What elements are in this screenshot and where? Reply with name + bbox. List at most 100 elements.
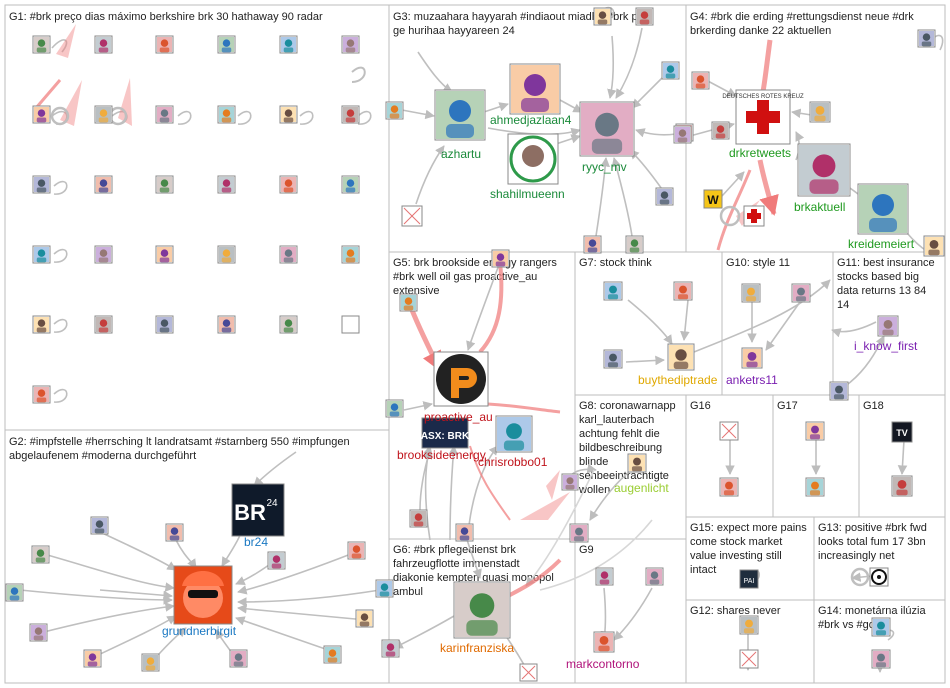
g1-avatar[interactable] (94, 35, 113, 54)
avatar-w[interactable]: W (703, 189, 723, 209)
g4-avatar[interactable] (923, 235, 945, 257)
g2-avatar[interactable] (29, 623, 48, 642)
label-brkaktuell[interactable]: brkaktuell (794, 200, 845, 214)
avatar-azhartu[interactable] (434, 89, 486, 141)
g1-avatar[interactable] (279, 315, 298, 334)
g3-avatar[interactable] (625, 235, 644, 254)
label-br24[interactable]: br24 (244, 535, 268, 549)
g5-avatar[interactable] (385, 399, 404, 418)
label-markcontorno[interactable]: markcontorno (566, 657, 640, 671)
g17-avatar[interactable] (805, 477, 825, 497)
g3-avatar[interactable] (401, 205, 423, 227)
g1-avatar[interactable] (279, 175, 298, 194)
avatar-g13[interactable] (869, 567, 889, 587)
avatar-ahmedjazlaan4[interactable] (509, 63, 561, 115)
g3-avatar[interactable] (655, 187, 674, 206)
g4-avatar[interactable] (917, 29, 936, 48)
avatar-ryyc-mv[interactable] (579, 101, 635, 157)
g2-avatar[interactable] (229, 649, 248, 668)
g2-avatar[interactable] (267, 551, 286, 570)
g1-avatar[interactable] (94, 245, 113, 264)
g7-avatar[interactable] (673, 281, 693, 301)
g6-avatar[interactable] (381, 639, 400, 658)
avatar-brooksideenergy[interactable]: ASX: BRK (421, 417, 470, 449)
g2-avatar[interactable] (165, 523, 184, 542)
g9-avatar[interactable] (645, 567, 664, 586)
g14-avatar[interactable] (871, 617, 891, 637)
label-ryyc-mv[interactable]: ryyc_mv (582, 160, 627, 174)
g14-avatar[interactable] (871, 649, 891, 669)
avatar-karinfranziska[interactable] (453, 581, 511, 639)
g7-avatar[interactable] (603, 281, 623, 301)
avatar-kreidemeiert[interactable] (857, 183, 909, 235)
g2-avatar[interactable] (323, 645, 342, 664)
g1-avatar[interactable] (341, 245, 360, 264)
avatar-anketrs11[interactable] (741, 347, 763, 369)
label-kreidemeiert[interactable]: kreidemeiert (848, 237, 915, 251)
g1-avatar[interactable] (32, 245, 51, 264)
g1-avatar[interactable] (32, 105, 51, 124)
g1-avatar[interactable] (341, 105, 360, 124)
g16-avatar[interactable] (719, 477, 739, 497)
g7-avatar[interactable] (603, 349, 623, 369)
label-azhartu[interactable]: azhartu (441, 147, 481, 161)
g2-avatar[interactable] (31, 545, 50, 564)
g4-avatar[interactable] (711, 121, 730, 140)
g5-avatar[interactable] (409, 509, 428, 528)
g2-avatar[interactable] (83, 649, 102, 668)
g1-avatar[interactable] (217, 245, 236, 264)
avatar-augenlicht[interactable] (627, 453, 647, 473)
avatar-drkretweets[interactable]: DEUTSCHES ROTES KREUZ (722, 89, 804, 145)
g1-avatar[interactable] (279, 35, 298, 54)
g1-avatar[interactable] (155, 175, 174, 194)
g10-avatar[interactable] (791, 283, 811, 303)
g1-avatar[interactable] (32, 315, 51, 334)
g12-avatar[interactable] (739, 649, 759, 669)
label-chrisrobbo01[interactable]: chrisrobbo01 (478, 455, 548, 469)
label-grundnerbirgit[interactable]: grundnerbirgit (162, 624, 237, 638)
avatar-brkaktuell[interactable] (797, 143, 851, 197)
g2-avatar[interactable] (355, 609, 374, 628)
label-augenlicht[interactable]: augenlicht (614, 481, 669, 495)
g1-avatar[interactable] (155, 105, 174, 124)
label-karinfranziska[interactable]: karinfranziska (440, 641, 514, 655)
g6-avatar[interactable] (519, 663, 538, 682)
g2-avatar[interactable] (375, 579, 394, 598)
label-anketrs11[interactable]: anketrs11 (726, 373, 778, 387)
g3-avatar[interactable] (583, 235, 602, 254)
g1-avatar[interactable] (341, 35, 360, 54)
g11-avatar[interactable] (877, 315, 899, 337)
g1-avatar[interactable] (341, 315, 360, 334)
g1-avatar[interactable] (94, 315, 113, 334)
g9-avatar[interactable] (595, 567, 614, 586)
g1-avatar[interactable] (155, 245, 174, 264)
g1-avatar[interactable] (279, 245, 298, 264)
g1-avatar[interactable] (94, 175, 113, 194)
g5-avatar[interactable] (491, 249, 510, 268)
avatar-chrisrobbo01[interactable] (495, 415, 533, 453)
avatar-proactive-au[interactable] (433, 351, 489, 407)
g1-avatar[interactable] (217, 105, 236, 124)
label-buythediptrade[interactable]: buythediptrade (638, 373, 718, 387)
avatar-buythediptrade[interactable] (667, 343, 695, 371)
g4-avatar[interactable] (809, 101, 831, 123)
g2-avatar[interactable] (141, 653, 160, 672)
g2-avatar[interactable] (5, 583, 24, 602)
g1-avatar[interactable] (32, 385, 51, 404)
g8-avatar[interactable] (561, 473, 579, 491)
g1-avatar[interactable] (279, 105, 298, 124)
g1-avatar[interactable] (155, 315, 174, 334)
g1-avatar[interactable] (94, 105, 113, 124)
g5-avatar[interactable] (455, 523, 474, 542)
g3-avatar[interactable] (661, 61, 680, 80)
avatar-shahilmueenn[interactable] (507, 133, 559, 185)
g4-avatar[interactable] (691, 71, 710, 90)
g1-avatar[interactable] (341, 175, 360, 194)
label-i-know-first[interactable]: i_know_first (854, 339, 918, 353)
g10-avatar[interactable] (741, 283, 761, 303)
g2-avatar[interactable] (347, 541, 366, 560)
g4-avatar[interactable] (673, 125, 692, 144)
avatar-markcontorno[interactable] (593, 631, 615, 653)
g16-avatar[interactable] (719, 421, 739, 441)
